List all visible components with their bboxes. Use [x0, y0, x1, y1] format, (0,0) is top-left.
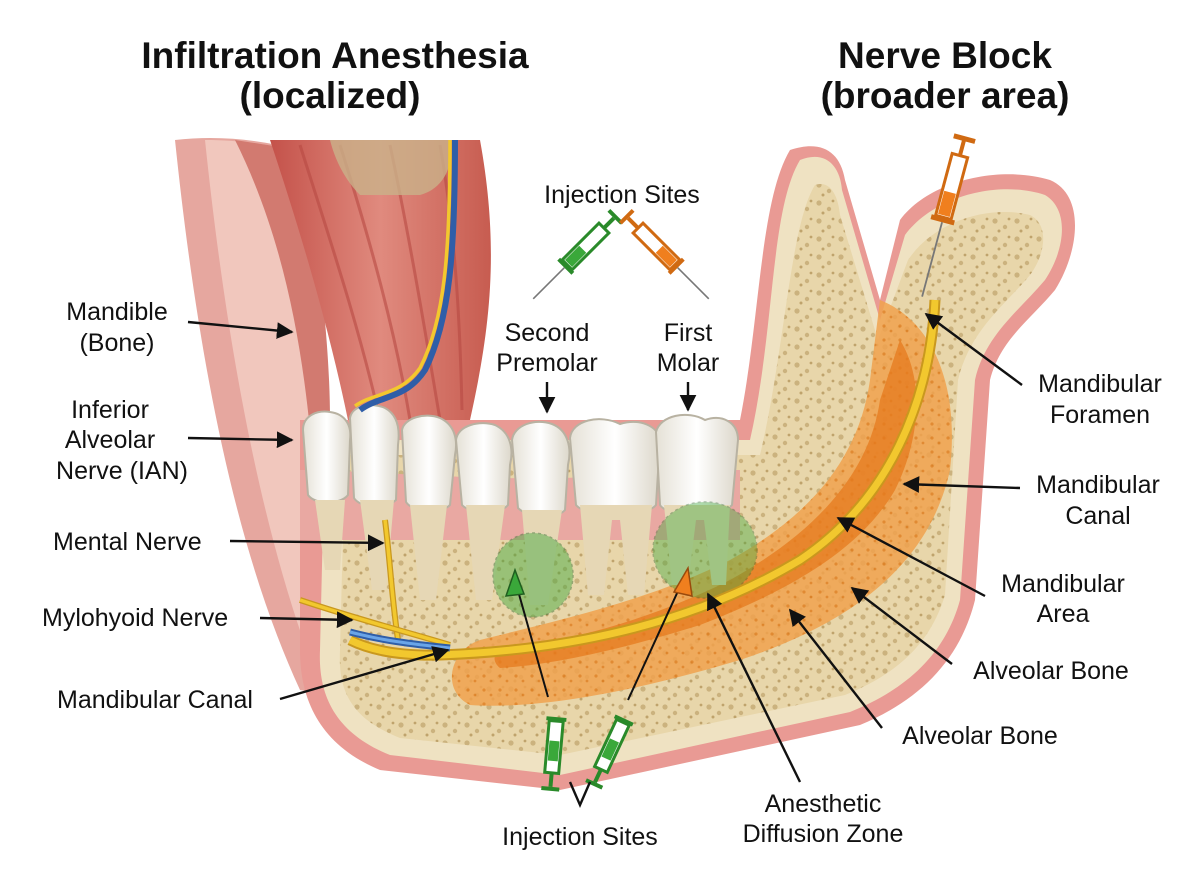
mandibular-foramen-arrow: [924, 313, 1023, 386]
syringe-icon: [532, 208, 624, 300]
mandibular-canal-left-label: Mandibular Canal: [57, 686, 253, 714]
mandible-label-2: (Bone): [79, 329, 154, 357]
mandibular-canal-left-arrow: [279, 646, 450, 701]
anesthetic-zone-arrow: [706, 592, 802, 783]
alveolar-bone-arrow: [850, 586, 953, 665]
needle-line: [514, 579, 549, 698]
mandible-arrow: [187, 320, 294, 339]
mylohyoid-nerve-label: Mylohyoid Nerve: [42, 604, 228, 632]
mandible-label: Mandible: [66, 298, 167, 326]
mental-nerve-label: Mental Nerve: [53, 528, 202, 556]
injection-sites-top-label: Injection Sites: [544, 181, 700, 209]
syringe-icon: [585, 714, 634, 790]
needle-tip-icon: [672, 565, 693, 597]
needle-tip-icon: [504, 567, 526, 597]
nerves: [299, 139, 941, 661]
syringe-icon: [618, 208, 710, 300]
mandibular-canal-right-arrow: [902, 476, 1021, 493]
bracket-icon: [568, 781, 592, 809]
mandibular-area-label: Mandibular: [1001, 570, 1125, 598]
mandibular-canal-right-label: Mandibular: [1036, 471, 1160, 499]
mandibular-foramen-label-2: Foramen: [1050, 401, 1150, 429]
second-premolar-label-2: Premolar: [496, 349, 597, 377]
first-molar-label: First: [664, 319, 713, 347]
second-premolar-label: Second: [505, 319, 590, 347]
mental-nerve-arrow: [229, 534, 385, 552]
alveolar-bone-label: Alveolar Bone: [973, 657, 1129, 685]
ian-label-3: Nerve (IAN): [56, 457, 188, 485]
mylohyoid-nerve-arrow: [259, 611, 354, 629]
ian-label: Inferior: [71, 396, 149, 424]
injection-sites-bottom-label: Injection Sites: [502, 823, 658, 851]
mandibular-area-arrow: [836, 516, 986, 598]
mandibular-canal-right-label-2: Canal: [1065, 502, 1130, 530]
alveolar-bone-arrow-2: [788, 608, 883, 729]
mandibular-area-label-2: Area: [1037, 600, 1090, 628]
syringe-icon: [541, 716, 567, 792]
alveolar-bone-label-2: Alveolar Bone: [902, 722, 1058, 750]
nerve-block-subtitle: (broader area): [821, 75, 1070, 116]
ian-arrow: [187, 431, 294, 449]
needle-line: [627, 577, 685, 701]
syringe-icon: [921, 133, 976, 297]
mandibular-foramen-label: Mandibular: [1038, 370, 1162, 398]
masseter-muscle: [270, 140, 491, 430]
infiltration-subtitle: (localized): [240, 75, 421, 116]
anesthetic-zone-label: Anesthetic: [765, 790, 882, 818]
first-molar-label-2: Molar: [657, 349, 720, 377]
infiltration-diffusion-zones: [492, 501, 758, 618]
ian-label-2: Alveolar: [65, 426, 155, 454]
anesthetic-zone-label-2: Diffusion Zone: [743, 820, 904, 848]
nerve-block-title: Nerve Block: [838, 35, 1052, 76]
infiltration-title: Infiltration Anesthesia: [141, 35, 529, 76]
